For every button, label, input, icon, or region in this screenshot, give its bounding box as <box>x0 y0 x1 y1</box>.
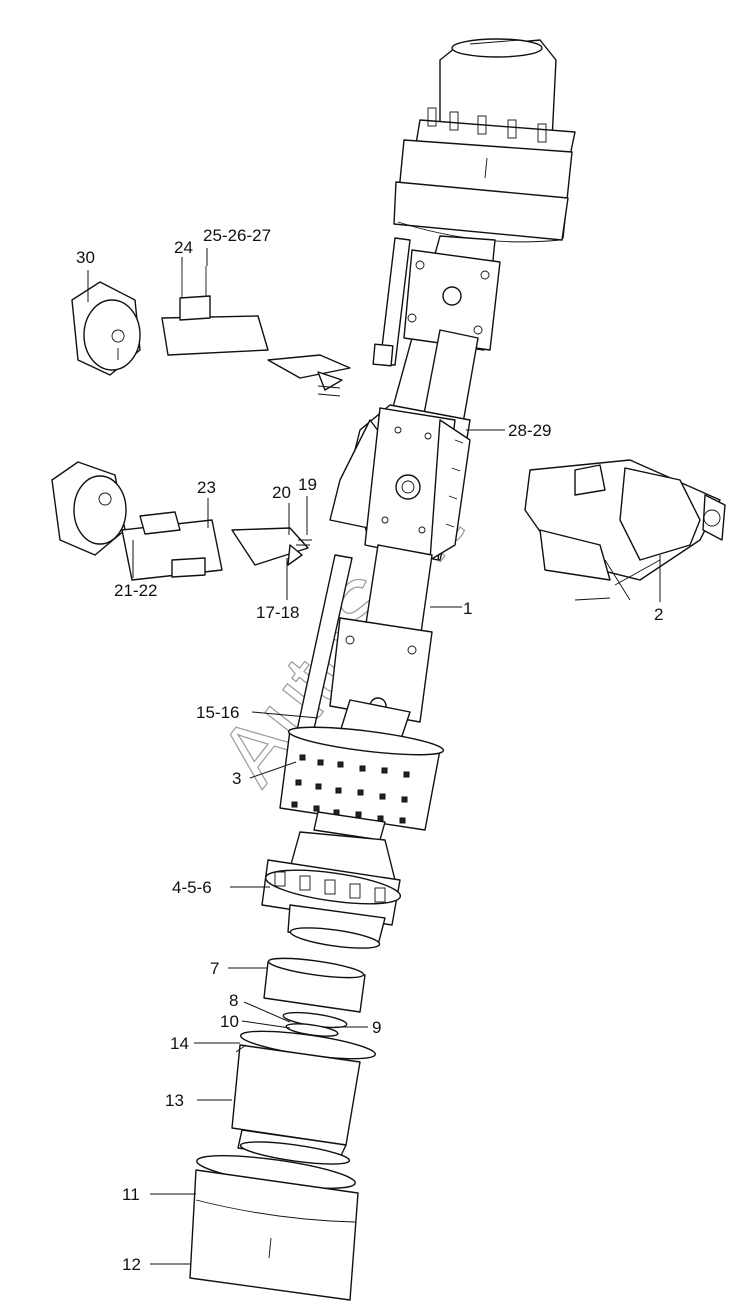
callout-10: 10 <box>220 1012 239 1031</box>
callout-24: 24 <box>174 238 193 257</box>
callout-28-29: 28-29 <box>508 421 551 440</box>
callout-labels: 30 24 25-26-27 28-29 23 20 19 21-22 17-1… <box>76 226 663 1274</box>
leader-lines <box>87 248 661 1265</box>
callout-30: 30 <box>76 248 95 267</box>
studded-roller <box>279 726 445 831</box>
main-frame <box>295 235 501 743</box>
callout-14: 14 <box>170 1034 189 1053</box>
upper-brake-assembly <box>71 262 351 397</box>
motor-assembly <box>524 459 726 601</box>
hub-and-seals <box>263 957 366 1046</box>
gearbox-assembly <box>261 811 402 949</box>
lower-brake-assembly <box>51 461 312 581</box>
callout-12: 12 <box>122 1255 141 1274</box>
callout-21-22: 21-22 <box>114 581 157 600</box>
callout-2: 2 <box>654 605 663 624</box>
top-drum-assembly <box>393 38 576 243</box>
callout-17-18: 17-18 <box>256 603 299 622</box>
callout-25-26-27: 25-26-27 <box>203 226 271 245</box>
callout-13: 13 <box>165 1091 184 1110</box>
callout-4-5-6: 4-5-6 <box>172 878 212 897</box>
callout-3: 3 <box>232 769 241 788</box>
callout-19: 19 <box>298 475 317 494</box>
callout-20: 20 <box>272 483 291 502</box>
callout-11: 11 <box>122 1185 140 1204</box>
callout-8: 8 <box>229 991 238 1010</box>
callout-23: 23 <box>197 478 216 497</box>
callout-15-16: 15-16 <box>196 703 239 722</box>
bottom-drum <box>189 1155 359 1301</box>
callout-7: 7 <box>210 959 219 978</box>
callout-9: 9 <box>372 1018 381 1037</box>
callout-1: 1 <box>463 599 472 618</box>
drum-flange-and-body <box>231 1030 377 1165</box>
